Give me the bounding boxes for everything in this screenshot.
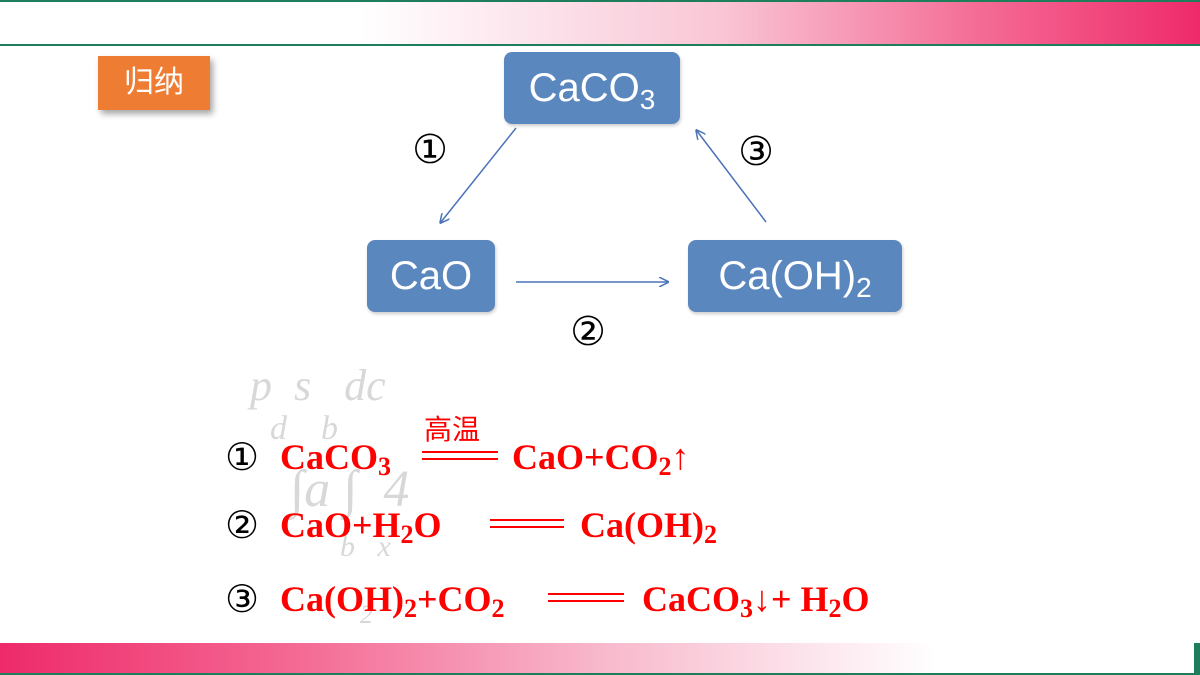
equation-1-left: CaCO3 <box>280 432 391 482</box>
equation-2-right: Ca(OH)2 <box>580 500 717 550</box>
equation-3-right: CaCO3↓+ H2O <box>642 574 870 624</box>
diagram-number-1: ① <box>412 127 448 173</box>
node-caco3-subscript: 3 <box>639 84 656 115</box>
node-caoh2: Ca(OH)2 <box>688 240 902 312</box>
equation-3-left: Ca(OH)2+CO2 <box>280 574 505 624</box>
equation-1-right: CaO+CO2↑ <box>512 432 690 482</box>
top-decorative-bar <box>0 0 1200 46</box>
formula-text-0: CaCO <box>280 437 378 477</box>
equation-1-equals-sign <box>422 451 498 460</box>
formula-text-4: O <box>841 579 870 619</box>
formula-text-2: O <box>413 505 442 545</box>
equation-1-number: ① <box>224 435 260 479</box>
bottom-decorative-bar <box>0 643 1200 675</box>
formula-subscript-1: 3 <box>740 594 753 623</box>
formula-text-0: CaO+H <box>280 505 401 545</box>
node-caco3: CaCO3 <box>504 52 680 124</box>
diagram-number-2: ② <box>570 309 606 355</box>
arrow-caco3-to-cao <box>441 127 517 222</box>
formula-subscript-1: 2 <box>658 452 672 481</box>
formula-subscript-3: 2 <box>491 594 505 623</box>
equation-3-equals-sign <box>548 593 624 602</box>
formula-text-2: ↓+ H <box>753 579 829 619</box>
formula-text-0: Ca(OH) <box>580 505 704 545</box>
node-caoh2-subscript: 2 <box>856 272 872 303</box>
node-cao-text: CaO <box>389 254 473 298</box>
formula-text-0: Ca(OH) <box>280 579 404 619</box>
equation-1-condition: 高温 <box>424 413 481 446</box>
equation-3-number: ③ <box>224 577 260 621</box>
diagram-number-3: ③ <box>738 129 774 175</box>
node-caoh2-text: Ca(OH) <box>718 254 857 298</box>
formula-subscript-1: 2 <box>400 520 414 549</box>
formula-text-0: CaO+CO <box>512 437 659 477</box>
node-caco3-text: CaCO <box>528 66 640 110</box>
node-cao: CaO <box>367 240 495 312</box>
formula-text-2: ↑ <box>671 437 690 477</box>
formula-subscript-3: 2 <box>828 594 842 623</box>
formula-text-2: +CO <box>416 579 492 619</box>
formula-subscript-1: 3 <box>378 452 391 481</box>
formula-subscript-1: 2 <box>703 520 717 549</box>
equation-2-equals-sign <box>490 519 564 528</box>
equation-2-left: CaO+H2O <box>280 500 442 550</box>
formula-subscript-1: 2 <box>403 594 417 623</box>
equation-2-number: ② <box>224 503 260 547</box>
summary-label: 归纳 <box>98 56 210 110</box>
formula-text-0: CaCO <box>642 579 740 619</box>
